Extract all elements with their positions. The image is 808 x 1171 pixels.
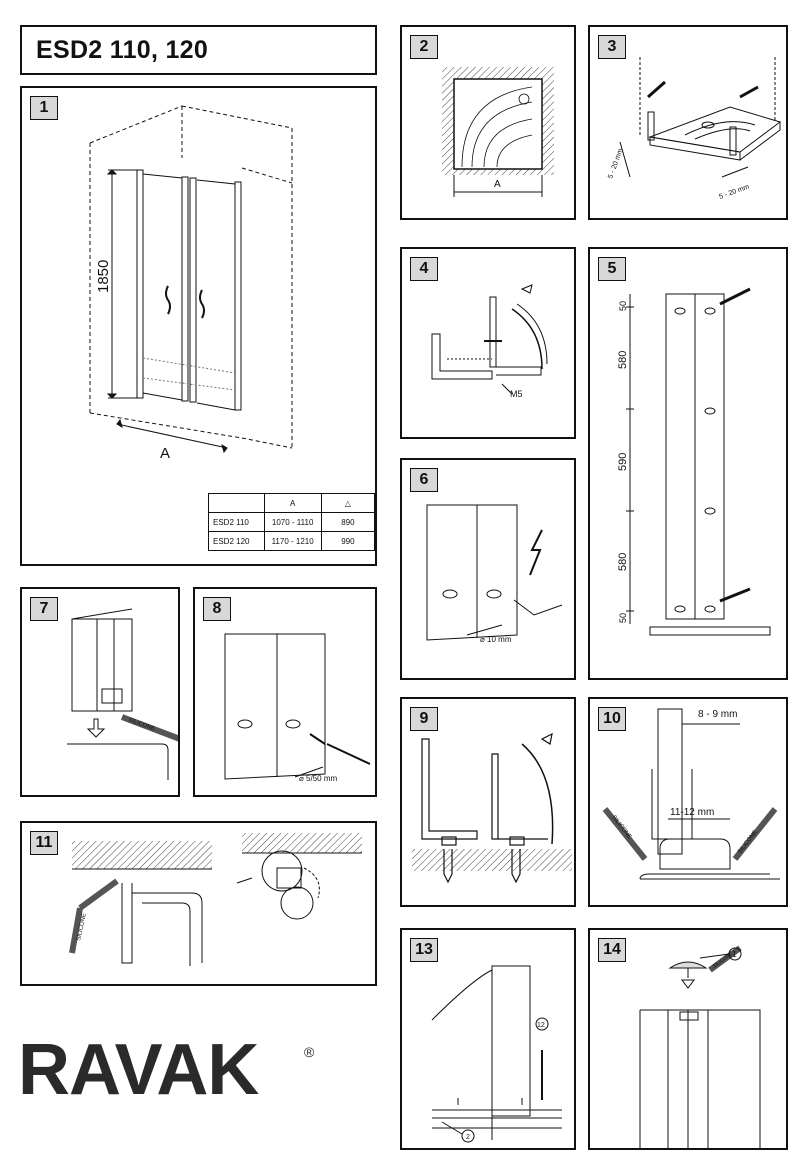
drill-size-label: ⌀ 10 mm (480, 635, 512, 644)
step-number: 10 (598, 707, 626, 731)
panel-step-11: 11 SILICONE (20, 821, 377, 986)
screw-size-label: ⌀ 5/50 mm (299, 774, 337, 783)
silicone-label: SILICONE (127, 717, 155, 732)
cap-fitting-illustration: 1 SILICONE (639, 945, 761, 1148)
step-number: 4 (410, 257, 438, 281)
title-box: ESD2 110, 120 (20, 25, 377, 75)
table-cell: 990 (320, 531, 375, 551)
silicone-right-label: SILICONE (737, 829, 759, 855)
glass-gap-label: 8 - 9 mm (698, 709, 737, 720)
step-number: 5 (598, 257, 626, 281)
tray-levelling-illustration: 5 - 20 mm 5 - 20 mm (607, 57, 782, 201)
panel-step-6: 6 ⌀ 10 mm (400, 458, 576, 680)
dim-a-label: A (494, 179, 501, 190)
profile-screw-illustration: M5 (431, 284, 548, 399)
seal-silicone-illustration: 8 - 9 mm 11-12 mm SILICONE SILICONE (602, 708, 780, 880)
table-header-cell (208, 493, 265, 513)
silicone-label: SILICONE (712, 951, 735, 970)
step-number: 13 (410, 938, 438, 962)
part-1-label: 1 (732, 950, 737, 959)
panel-step-7: 7 SILICONE (20, 587, 180, 797)
shower-door-illustration: 1850 A (89, 105, 293, 462)
drilling-illustration: ⌀ 10 mm (426, 504, 563, 644)
profile-assembly-illustration (412, 732, 572, 884)
ravak-logo: RAVAK ® (18, 1030, 318, 1110)
document-title: ESD2 110, 120 (36, 35, 209, 64)
table-header-cell: △ (320, 493, 375, 513)
panel-step-1: 1 1850 A (20, 86, 377, 566)
panel-step-13: 13 12 2 (400, 928, 576, 1150)
panel-step-10: 10 8 - 9 mm 11-12 mm SILICONE SILICONE (588, 697, 788, 907)
shower-tray-top-view: A (442, 67, 554, 197)
table-cell: ESD2 110 (208, 512, 265, 532)
panel-step-8: 8 ⌀ 5/50 mm (193, 587, 377, 797)
table-cell: 1170 - 1210 (263, 531, 322, 551)
screw-label: M5 (510, 389, 523, 399)
left-gap-label: 5 - 20 mm (607, 148, 624, 180)
height-label: 1850 (95, 260, 112, 293)
step-number: 3 (598, 35, 626, 59)
silicone-bottom-illustration: SILICONE (67, 608, 178, 780)
panel-step-3: 3 5 - 20 mm 5 - 20 mm (588, 25, 788, 220)
step-number: 6 (410, 468, 438, 492)
brand-name: RAVAK (18, 1030, 259, 1110)
step-number: 2 (410, 35, 438, 59)
table-header-row: A △ (208, 493, 375, 513)
step-number: 8 (203, 597, 231, 621)
dim-top-label: 50 (618, 301, 628, 311)
panel-step-14: 14 1 SILICONE (588, 928, 788, 1150)
bottom-seal-illustration: 12 2 (431, 965, 562, 1143)
silicone-left-label: SILICONE (610, 815, 632, 841)
step-number: 9 (410, 707, 438, 731)
panel-step-9: 9 (400, 697, 576, 907)
panel-step-5: 5 50 580 590 580 50 (588, 247, 788, 680)
table-row: ESD2 110 1070 - 1110 890 (208, 512, 375, 532)
top-profile-sealing-illustration: SILICONE (69, 833, 362, 966)
panel-step-2: 2 A (400, 25, 576, 220)
panel-step-4: 4 M5 (400, 247, 576, 439)
dim-upper-label: 580 (617, 351, 629, 369)
step-number: 14 (598, 938, 626, 962)
right-gap-label: 5 - 20 mm (718, 183, 750, 200)
table-cell: ESD2 120 (208, 531, 265, 551)
step-number: 1 (30, 96, 58, 120)
table-cell: 1070 - 1110 (263, 512, 322, 532)
width-label: A (160, 445, 170, 462)
dim-bottom-label: 50 (618, 613, 628, 623)
size-table: A △ ESD2 110 1070 - 1110 890 ESD2 120 11… (208, 493, 375, 551)
step-number: 7 (30, 597, 58, 621)
step-number: 11 (30, 831, 58, 855)
table-header-cell: A (263, 493, 322, 513)
dim-lower-label: 580 (617, 553, 629, 571)
part-2-label: 2 (466, 1134, 470, 1141)
registered-mark: ® (304, 1044, 315, 1060)
dim-middle-label: 590 (617, 453, 629, 471)
part-12-label: 12 (537, 1022, 545, 1029)
table-cell: 890 (320, 512, 375, 532)
table-row: ESD2 120 1170 - 1210 990 (208, 531, 375, 551)
profile-width-label: 11-12 mm (670, 807, 714, 818)
wall-profile-drilling-illustration: 50 580 590 580 50 (617, 287, 771, 636)
screw-fixing-illustration: ⌀ 5/50 mm (224, 633, 371, 783)
silicone-label: SILICONE (76, 913, 88, 942)
